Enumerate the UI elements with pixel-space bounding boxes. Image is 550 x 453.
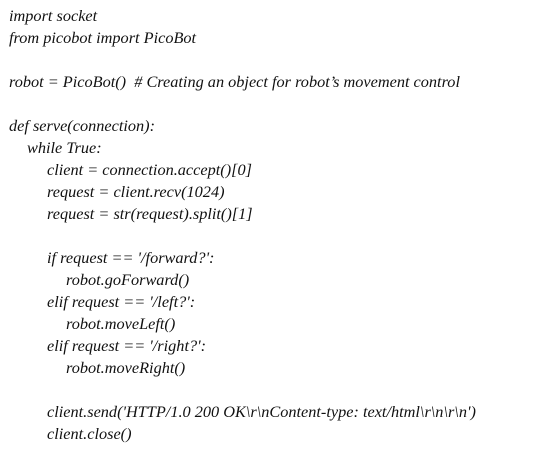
code-listing: import socket from picobot import PicoBo… <box>9 5 545 445</box>
code-line: elif request == '/left?': <box>47 292 196 311</box>
code-line: from picobot import PicoBot <box>9 28 197 47</box>
code-line: client.send('HTTP/1.0 200 OK\r\nContent-… <box>47 402 476 421</box>
code-line: if request == '/forward?': <box>47 248 215 267</box>
code-line: elif request == '/right?': <box>47 336 207 355</box>
code-line: robot.goForward() <box>66 270 190 289</box>
blank-line <box>9 49 545 71</box>
blank-line <box>9 225 545 247</box>
code-line: robot.moveLeft() <box>66 314 176 333</box>
code-line: client = connection.accept()[0] <box>47 160 252 179</box>
blank-line <box>9 379 545 401</box>
code-line: client.close() <box>47 424 132 443</box>
blank-line <box>9 93 545 115</box>
code-line: def serve(connection): <box>9 116 156 135</box>
code-line: request = str(request).split()[1] <box>47 204 253 223</box>
code-line: robot = PicoBot() # Creating an object f… <box>9 72 460 91</box>
code-line: request = client.recv(1024) <box>47 182 225 201</box>
code-line: while True: <box>27 138 102 157</box>
code-line: import socket <box>9 6 98 25</box>
code-line: robot.moveRight() <box>66 358 186 377</box>
